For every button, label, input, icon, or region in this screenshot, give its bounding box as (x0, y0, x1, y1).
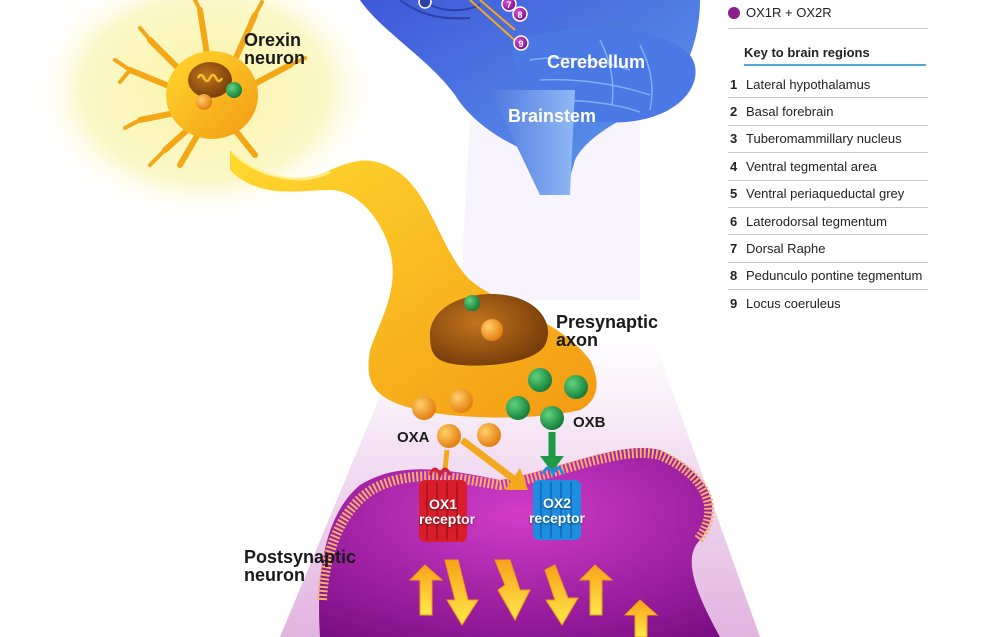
region-name: Locus coeruleus (746, 295, 841, 311)
region-name: Ventral periaqueductal grey (746, 186, 905, 202)
label-postsynaptic-neuron: Postsynaptic neuron (244, 548, 356, 584)
list-item: 5 Ventral periaqueductal grey (728, 181, 928, 208)
brain-beam (460, 120, 640, 300)
oxa-to-ox1-arrow (442, 449, 450, 471)
legend-divider (728, 28, 928, 29)
list-item: 9 Locus coeruleus (728, 290, 928, 316)
region-number: 3 (730, 131, 738, 147)
label-brainstem: Brainstem (508, 106, 597, 126)
list-item: 6 Laterodorsal tegmentum (728, 208, 928, 236)
oxa-vesicle (196, 94, 212, 110)
key-title: Key to brain regions (744, 45, 870, 60)
region-number: 5 (730, 186, 738, 202)
region-name: Ventral tegmental area (746, 158, 877, 174)
list-item: 2 Basal forebrain (728, 98, 928, 126)
region-name: Pedunculo pontine tegmentum (746, 268, 923, 284)
brain-illustration: 7 8 9 (360, 0, 700, 195)
ox2-receptor-shape (533, 466, 581, 540)
label-ox1-line2: receptor (419, 510, 476, 527)
label-ox2-receptor: OX2 receptor (527, 496, 587, 525)
label-orexin-neuron-line1: Orexin (244, 30, 302, 50)
receptor-dot-icon (728, 6, 740, 19)
oxb-vesicle (226, 82, 242, 98)
label-oxb: OXB (573, 414, 606, 431)
list-item: 1 Lateral hypothalamus (728, 71, 928, 99)
label-postsynaptic-line1: Postsynaptic (244, 547, 357, 567)
legend-entry-label: OX1R + OX2R (746, 5, 832, 20)
marker-label-7: 7 (506, 0, 511, 10)
ox1-receptor-shape (419, 467, 467, 542)
label-ox1-line1: OX1 (428, 496, 457, 512)
list-item: 8 Pedunculo pontine tegmentum (728, 263, 928, 291)
orexin-neuron-cell (113, 0, 307, 168)
brain-region-marker-8 (512, 6, 528, 22)
released-oxb (506, 368, 588, 430)
label-orexin-neuron-line2: neuron (244, 48, 305, 68)
brain-region-marker-7 (501, 0, 517, 12)
region-name: Basal forebrain (746, 104, 834, 120)
label-oxa: OXA (397, 429, 430, 446)
released-oxa (412, 389, 501, 448)
region-name: Tuberomammillary nucleus (746, 131, 902, 147)
marker-label-9: 9 (518, 39, 523, 49)
list-item: 3 Tuberomammillary nucleus (728, 126, 928, 154)
label-orexin-neuron: Orexin neuron (244, 31, 305, 67)
label-ox2-line1: OX2 (542, 495, 571, 511)
label-postsynaptic-line2: neuron (244, 565, 305, 585)
list-item: 4 Ventral tegmental area (728, 153, 928, 181)
region-number: 8 (730, 268, 738, 284)
label-ox2-line2: receptor (528, 509, 586, 526)
region-number: 6 (730, 213, 738, 229)
legend-entry: OX1R + OX2R (728, 5, 832, 20)
oxa-to-ox2-arrow (459, 437, 518, 483)
region-number: 1 (730, 76, 738, 92)
list-item: 7 Dorsal Raphe (728, 235, 928, 263)
region-number: 7 (730, 241, 738, 257)
region-name: Dorsal Raphe (746, 241, 826, 257)
key-title-rule (744, 64, 926, 66)
region-name: Lateral hypothalamus (746, 76, 871, 92)
region-number: 4 (730, 158, 738, 174)
region-number: 2 (730, 104, 738, 120)
label-presynaptic-axon: Presynaptic axon (556, 313, 658, 349)
brain-region-marker-9 (513, 35, 529, 51)
region-name: Laterodorsal tegmentum (746, 213, 887, 229)
region-number: 9 (730, 295, 738, 311)
signal-arrows (408, 559, 659, 637)
label-presynaptic-line1: Presynaptic (556, 312, 659, 332)
marker-label-8: 8 (517, 10, 522, 20)
label-cerebellum: Cerebellum (547, 52, 646, 72)
label-presynaptic-line2: axon (556, 330, 599, 350)
brain-region-key-list: 1 Lateral hypothalamus 2 Basal forebrain 3… (728, 71, 928, 317)
label-ox1-receptor: OX1 receptor (419, 496, 476, 527)
